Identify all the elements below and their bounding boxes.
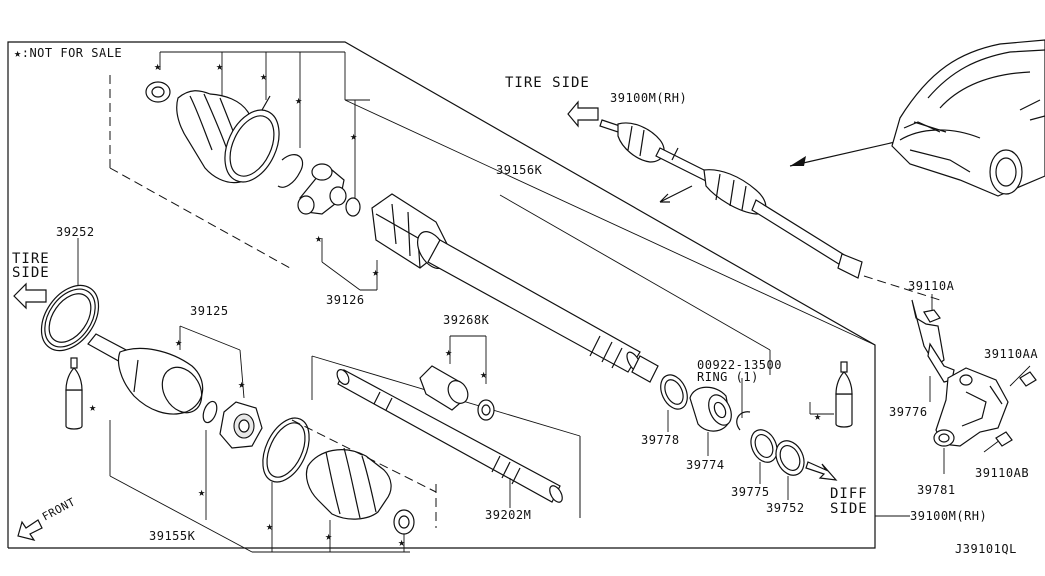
- part-label-39752: 39752: [766, 501, 805, 515]
- svg-text:★: ★: [480, 367, 487, 381]
- svg-text:★: ★: [216, 59, 223, 73]
- outer-boot-lower: [305, 447, 392, 520]
- svg-text:★: ★: [154, 59, 161, 73]
- grease-tube-left: [65, 357, 83, 430]
- part-label-39126: 39126: [326, 293, 365, 307]
- part-label-39110AA: 39110AA: [984, 347, 1039, 361]
- leader-frame-diag: [344, 99, 876, 346]
- tire-side-arrow-left: [13, 282, 47, 310]
- svg-text:★: ★: [89, 400, 96, 414]
- svg-text:★: ★: [445, 345, 452, 359]
- not-for-sale-markers: ★ ★ ★ ★ ★ ★ ★ ★ ★ ★ ★ ★ ★ ★ ★ ★ ★: [89, 59, 821, 549]
- boot-band-lower: [262, 417, 310, 483]
- front-arrow: [17, 519, 43, 541]
- bolt-39110AB: [983, 431, 1013, 453]
- small-boot-band-lower: [393, 509, 415, 535]
- legend-text: :NOT FOR SALE: [21, 46, 123, 60]
- bolt-39110AA: [1009, 365, 1037, 387]
- part-label-39778: 39778: [641, 433, 680, 447]
- seal-39775: [750, 429, 778, 484]
- svg-text:★: ★: [238, 377, 245, 391]
- svg-text:★: ★: [325, 529, 332, 543]
- diagram-frame: [7, 41, 876, 549]
- leader-lines-39155K: [109, 325, 410, 553]
- label-tire-side-left-2: SIDE: [12, 265, 50, 281]
- part-label-ring-1: RING (1): [697, 370, 759, 384]
- part-label-39775: 39775: [731, 485, 770, 499]
- star-icon: ★: [14, 46, 22, 60]
- part-label-39110A: 39110A: [908, 279, 955, 293]
- svg-text:★: ★: [350, 129, 357, 143]
- dash-guide-2: [109, 167, 291, 269]
- svg-text:★: ★: [372, 265, 379, 279]
- svg-text:★: ★: [295, 93, 302, 107]
- part-label-39110AB: 39110AB: [975, 466, 1030, 480]
- pointer-arrow-to-car: [789, 139, 905, 167]
- label-diff-side-2: SIDE: [830, 501, 868, 517]
- svg-text:★: ★: [266, 519, 273, 533]
- label-tire-side-left-1: TIRE: [12, 251, 50, 267]
- part-label-39100M-rh-top: 39100M(RH): [610, 91, 688, 105]
- part-label-39252: 39252: [56, 225, 95, 239]
- part-label-39774: 39774: [686, 458, 725, 472]
- diff-side-arrow: [805, 461, 838, 481]
- bearing-39774: [689, 386, 732, 456]
- part-label-39202M: 39202M: [485, 508, 532, 522]
- grease-tube-right: [835, 361, 853, 428]
- svg-text:★: ★: [260, 69, 267, 83]
- part-label-39156K: 39156K: [496, 163, 543, 177]
- svg-text:★: ★: [175, 335, 182, 349]
- legend-not-for-sale: ★:NOT FOR SALE: [14, 47, 122, 60]
- svg-text:★: ★: [198, 485, 205, 499]
- inner-race: [219, 401, 263, 449]
- part-label-39100M-rh-bottom: 39100M(RH): [910, 509, 988, 523]
- inner-housing-39156K: [371, 193, 659, 383]
- label-tire-side-top: TIRE SIDE: [505, 75, 590, 91]
- circlip-outer: [202, 400, 218, 424]
- ring-00922-13500: [736, 378, 751, 431]
- part-label-39125: 39125: [190, 304, 229, 318]
- drive-shaft-assembly-rh: [599, 119, 863, 279]
- part-label-00922-13500: 00922-13500: [697, 358, 782, 372]
- svg-text:★: ★: [315, 231, 322, 245]
- part-label-39155K: 39155K: [149, 529, 196, 543]
- tripod-joint: [297, 163, 347, 215]
- circlip-top: [345, 197, 361, 217]
- seal-39752: [775, 440, 805, 500]
- seal-39252: [40, 238, 100, 352]
- leader-39156K: [499, 194, 771, 351]
- label-diff-side-1: DIFF: [830, 486, 868, 502]
- bolt-39110A: [923, 294, 941, 323]
- outer-cv-joint: [87, 333, 204, 415]
- direction-arrow-small: [659, 185, 693, 203]
- large-boot-band: [224, 95, 280, 183]
- part-label-39776: 39776: [889, 405, 928, 419]
- part-label-39268K: 39268K: [443, 313, 490, 327]
- dash-guide-lower: [291, 419, 437, 493]
- snap-ring-top: [277, 154, 304, 188]
- small-boot-band: [145, 81, 171, 103]
- dynamic-damper-39268K: [419, 335, 495, 421]
- svg-text:★: ★: [398, 535, 405, 549]
- part-label-39781: 39781: [917, 483, 956, 497]
- tire-side-arrow-top: [567, 100, 599, 128]
- bracket-assembly-39781: [911, 299, 1009, 447]
- diagram-id: J39101QL: [955, 542, 1017, 556]
- seal-ring-39778: [660, 374, 688, 432]
- leader-lines-top: [159, 51, 378, 291]
- vehicle-illustration: [891, 39, 1045, 197]
- svg-text:★: ★: [814, 409, 821, 423]
